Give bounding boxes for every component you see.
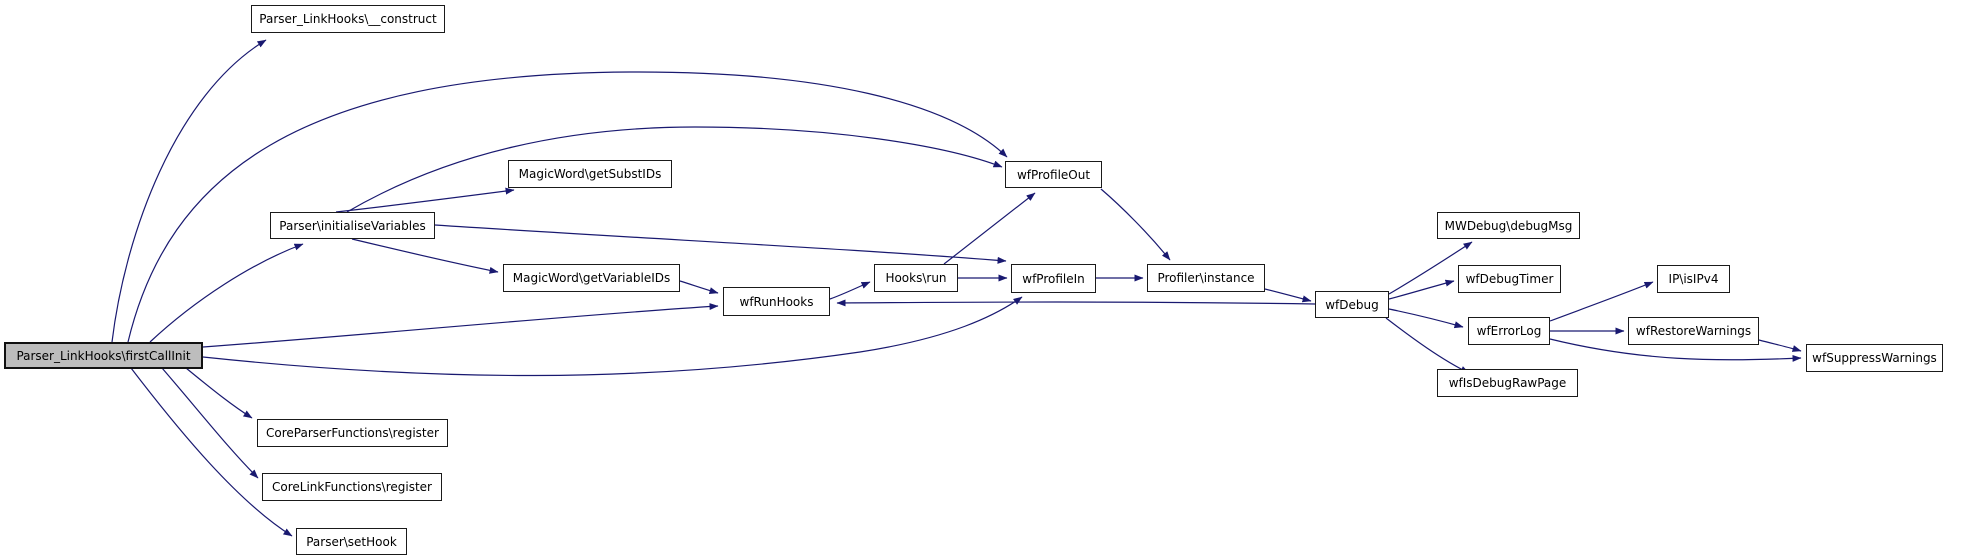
node-first-call-init: Parser_LinkHooks\firstCallInit <box>4 342 203 369</box>
node-hooks-run[interactable]: Hooks\run <box>874 264 958 292</box>
node-label-wf-error-log: wfErrorLog <box>1476 324 1542 338</box>
node-label-wf-profile-in: wfProfileIn <box>1022 271 1085 286</box>
node-wf-debug[interactable]: wfDebug <box>1315 291 1389 318</box>
edge-initialise-variables-to-wf-profile-out <box>346 126 1003 213</box>
node-construct[interactable]: Parser_LinkHooks\__construct <box>251 5 445 33</box>
edge-profiler-instance-to-wf-debug <box>1264 288 1312 303</box>
node-label-profiler-instance: Profiler\instance <box>1157 271 1255 285</box>
node-label-get-subst-ids: MagicWord\getSubstIDs <box>518 167 662 181</box>
node-wf-is-debug-raw-page[interactable]: wfIsDebugRawPage <box>1437 369 1578 397</box>
edge-initialise-variables-to-get-subst-ids <box>335 187 515 213</box>
node-wf-suppress-warnings[interactable]: wfSuppressWarnings <box>1806 344 1943 372</box>
edge-first-call-init-to-core-parser-register <box>185 367 253 419</box>
node-wf-error-log[interactable]: wfErrorLog <box>1468 317 1550 345</box>
node-label-construct: Parser_LinkHooks\__construct <box>259 12 437 26</box>
node-wf-run-hooks[interactable]: wfRunHooks <box>723 287 830 316</box>
node-label-mwdebug-debug-msg: MWDebug\debugMsg <box>1444 218 1573 233</box>
node-label-wf-is-debug-raw-page: wfIsDebugRawPage <box>1448 376 1567 390</box>
edge-first-call-init-to-construct <box>111 39 267 343</box>
edge-first-call-init-to-wf-profile-out <box>127 71 1008 343</box>
node-initialise-variables[interactable]: Parser\initialiseVariables <box>270 212 435 239</box>
node-ip-is-ipv4[interactable]: IP\isIPv4 <box>1657 265 1730 293</box>
node-label-wf-restore-warnings: wfRestoreWarnings <box>1635 324 1752 338</box>
node-mwdebug-debug-msg[interactable]: MWDebug\debugMsg <box>1437 212 1580 239</box>
edge-wf-debug-to-mwdebug-debug-msg <box>1388 241 1473 295</box>
edge-first-call-init-to-initialise-variables <box>149 243 304 343</box>
edge-initialise-variables-to-get-variable-ids <box>351 238 499 274</box>
node-parser-set-hook[interactable]: Parser\setHook <box>296 528 407 555</box>
edge-hooks-run-to-wf-profile-out <box>943 192 1036 265</box>
edge-wf-debug-to-wf-run-hooks <box>836 299 1316 307</box>
edge-wf-error-log-to-ip-is-ipv4 <box>1549 281 1654 322</box>
node-wf-profile-out[interactable]: wfProfileOut <box>1005 161 1102 188</box>
edge-wf-restore-warnings-to-wf-suppress-warnings <box>1758 339 1802 352</box>
node-core-link-register[interactable]: CoreLinkFunctions\register <box>262 473 442 501</box>
node-wf-debug-timer[interactable]: wfDebugTimer <box>1458 265 1561 293</box>
edge-first-call-init-to-core-link-register <box>161 367 259 479</box>
node-label-parser-set-hook: Parser\setHook <box>306 534 397 549</box>
node-profiler-instance[interactable]: Profiler\instance <box>1147 264 1265 292</box>
node-label-wf-run-hooks: wfRunHooks <box>739 294 814 309</box>
node-wf-restore-warnings[interactable]: wfRestoreWarnings <box>1628 317 1759 345</box>
node-label-core-parser-register: CoreParserFunctions\register <box>266 426 439 440</box>
edge-wf-debug-to-wf-debug-timer <box>1388 279 1455 300</box>
node-label-wf-debug-timer: wfDebugTimer <box>1465 272 1554 286</box>
edge-wf-run-hooks-to-hooks-run <box>829 281 871 300</box>
node-label-core-link-register: CoreLinkFunctions\register <box>272 480 432 494</box>
node-core-parser-register[interactable]: CoreParserFunctions\register <box>257 419 448 447</box>
edge-get-variable-ids-to-wf-run-hooks <box>679 280 719 295</box>
node-wf-profile-in[interactable]: wfProfileIn <box>1011 264 1096 293</box>
node-label-initialise-variables: Parser\initialiseVariables <box>279 218 426 233</box>
edge-first-call-init-to-wf-profile-in <box>202 296 1023 377</box>
node-get-variable-ids[interactable]: MagicWord\getVariableIDs <box>503 264 680 292</box>
edge-wf-debug-to-wf-error-log <box>1388 308 1464 329</box>
edge-wf-error-log-to-wf-suppress-warnings <box>1549 338 1802 362</box>
edge-initialise-variables-to-wf-profile-in <box>434 224 1007 264</box>
node-label-wf-profile-out: wfProfileOut <box>1016 167 1091 182</box>
edge-wf-debug-to-wf-is-debug-raw-page <box>1385 317 1470 374</box>
node-label-wf-suppress-warnings: wfSuppressWarnings <box>1812 351 1937 365</box>
node-get-subst-ids[interactable]: MagicWord\getSubstIDs <box>508 160 672 188</box>
node-label-wf-debug: wfDebug <box>1325 297 1379 312</box>
edge-first-call-init-to-parser-set-hook <box>130 367 293 537</box>
node-label-first-call-init: Parser_LinkHooks\firstCallInit <box>16 348 191 363</box>
node-label-get-variable-ids: MagicWord\getVariableIDs <box>512 271 671 285</box>
edge-first-call-init-to-wf-run-hooks <box>202 303 719 348</box>
edge-wf-profile-out-to-profiler-instance <box>1100 188 1171 261</box>
node-label-ip-is-ipv4: IP\isIPv4 <box>1668 272 1719 286</box>
node-label-hooks-run: Hooks\run <box>885 271 947 285</box>
